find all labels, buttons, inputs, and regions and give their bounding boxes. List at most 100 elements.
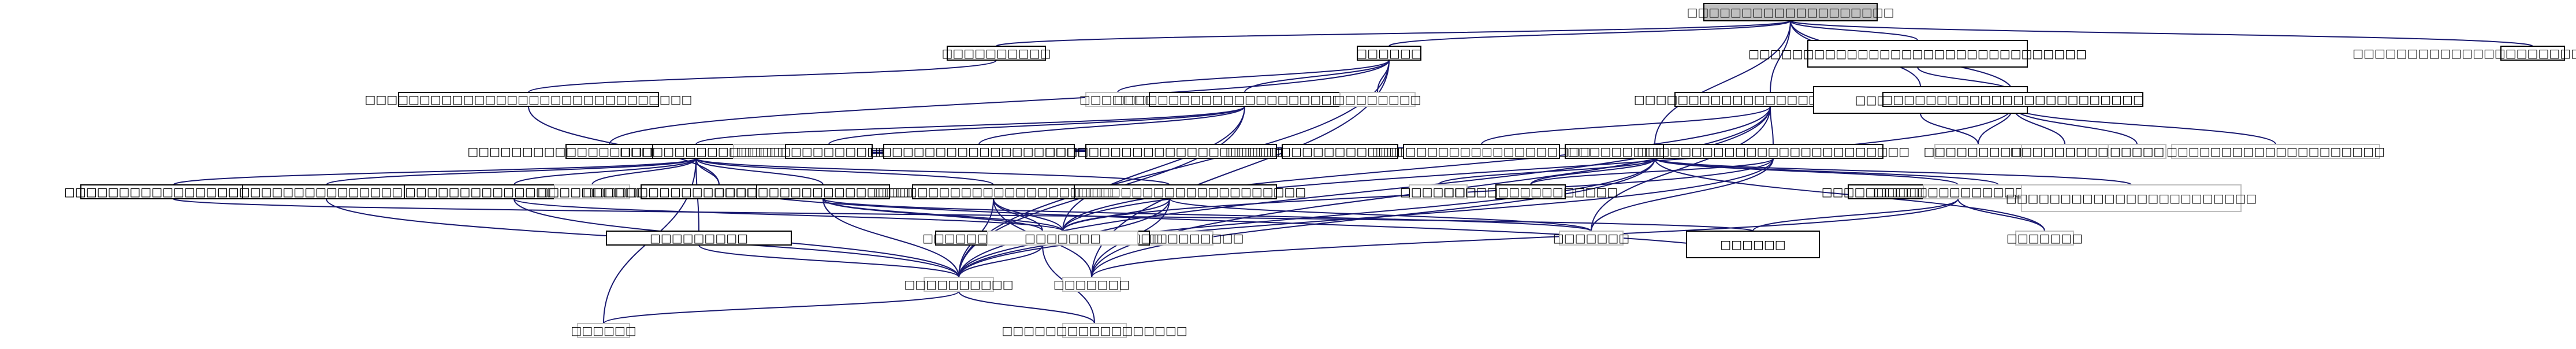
node-box bbox=[912, 184, 1075, 199]
graph-node-n22[interactable]: □□□□□□□□□□□□□□□□□□□□□□□□□ bbox=[1045, 144, 1317, 159]
node-label: □□□□□□□□□□□□□□□□□□□□ bbox=[1372, 144, 1591, 158]
graph-node-n45: □□□□□□□ bbox=[1553, 231, 1629, 246]
node-box bbox=[1062, 323, 1127, 338]
node-box bbox=[554, 184, 630, 199]
graph-node-n5[interactable]: □□□□□□□□□□□□□□□□□□□□□□□□□□□□□□ bbox=[365, 92, 693, 107]
root-node[interactable]: □□□□□□□□□□□□□□□□□□□ bbox=[1687, 3, 1894, 21]
edge-n9-n26 bbox=[1770, 106, 1774, 145]
edge-n13-n28 bbox=[1438, 158, 1655, 185]
node-label: □□□□□□□ bbox=[1079, 92, 1156, 106]
node-box bbox=[756, 184, 890, 199]
node-box bbox=[2500, 46, 2565, 61]
graph-node-n46[interactable]: □□□□□□□□□ bbox=[606, 231, 792, 246]
graph-node-n14: □□□□□□□□□□ bbox=[1924, 144, 2033, 159]
graph-node-n29[interactable]: □□□□□□□□□□□□□□□□ bbox=[1443, 184, 1618, 199]
node-box bbox=[1282, 144, 1398, 159]
edge-n10-n14 bbox=[1920, 113, 1979, 145]
edge-root-n4 bbox=[1790, 20, 2533, 47]
node-box bbox=[1807, 40, 2028, 68]
node-label: □□□□□□□□□□□□□□□□□□□□□□□□□ bbox=[1637, 144, 1909, 158]
node-label: □□□□□□□□□ bbox=[650, 231, 748, 245]
edge-n7-n21 bbox=[978, 106, 1245, 145]
node-label: □□□□□□ bbox=[1356, 46, 1421, 60]
node-label: □□□□□□□□□□ bbox=[538, 185, 647, 199]
edge-n1-n5 bbox=[528, 60, 997, 93]
edge-n11-n16 bbox=[2012, 106, 2138, 145]
node-box bbox=[1703, 3, 1878, 21]
edge-n7-n44 bbox=[1062, 106, 1245, 232]
node-box bbox=[2015, 231, 2074, 246]
node-label: □□□□□□□ bbox=[2007, 231, 2083, 245]
graph-node-n33: □□□□□□□□□□ bbox=[538, 184, 647, 199]
graph-node-n35[interactable]: □□□□□□□□□□□□□□□□□□□□ bbox=[714, 184, 932, 199]
node-box bbox=[785, 144, 873, 159]
edge-n11-n44 bbox=[1062, 106, 2013, 232]
edge-n7-n20 bbox=[828, 106, 1245, 145]
edge-n18-n30 bbox=[173, 158, 697, 185]
graph-node-n47: □□□□□□□ bbox=[1054, 277, 1130, 292]
edge-n35-n44 bbox=[822, 198, 1063, 232]
node-box bbox=[1686, 231, 1820, 258]
node-box bbox=[883, 144, 1075, 159]
node-box bbox=[2108, 144, 2166, 159]
edge-n2-n6 bbox=[1117, 60, 1390, 93]
node-box bbox=[1663, 144, 1883, 159]
node-box bbox=[2021, 184, 2242, 212]
node-label: □□□□□□□ bbox=[1025, 231, 1101, 245]
node-box bbox=[924, 277, 994, 292]
graph-node-n4[interactable]: □□□□□□□□□□□□□□□□□□□□□□□□□□□□□□□□□ bbox=[2352, 46, 2576, 61]
edge-n9-n44 bbox=[1062, 106, 1771, 232]
graph-node-n2[interactable]: □□□□□□ bbox=[1356, 46, 1422, 61]
edge-n13-n38 bbox=[1654, 158, 2132, 185]
edge-root-n3 bbox=[1790, 20, 1918, 41]
edge-n9-n24 bbox=[1481, 106, 1771, 145]
graph-node-n38: □□□□□□□□□□□□□□□□□□□□□□□ bbox=[2006, 184, 2257, 212]
node-label: □□□□□□□□□□ bbox=[1924, 144, 2033, 158]
graph-node-n39[interactable]: □□□□□□ bbox=[1686, 231, 1820, 258]
graph-node-n26[interactable]: □□□□□□□□□□□□□□□□□□□□□□□□□ bbox=[1637, 144, 1909, 159]
graph-node-n11[interactable]: □□□□□□□□□□□□□□□□□□□□□□□□ bbox=[1882, 92, 2144, 107]
edge-n13-n37 bbox=[1654, 158, 1999, 185]
node-label: □□□□□□□ bbox=[1054, 277, 1130, 291]
edge-n42-n43 bbox=[958, 244, 1043, 278]
node-box bbox=[1149, 92, 1341, 107]
node-label: □□□□□□□□□□□□□□□□ bbox=[1443, 185, 1618, 199]
node-box bbox=[2171, 144, 2380, 159]
node-box bbox=[1085, 92, 1150, 107]
node-box bbox=[1085, 144, 1277, 159]
node-box bbox=[606, 231, 792, 246]
graph-node-n48: □□□□□□□□□□□□□□□□□ bbox=[1002, 323, 1188, 338]
graph-node-n21[interactable]: □□□□□□□□□□□□□□□□□□□□ bbox=[870, 144, 1088, 159]
node-box bbox=[80, 184, 266, 199]
node-box bbox=[1403, 144, 1560, 159]
graph-node-n1[interactable]: □□□□□□□□□□ bbox=[942, 46, 1051, 61]
edge-n11-n17 bbox=[2012, 106, 2276, 145]
node-label: □□□□□□□□□□□□□□□□□□□□□□□□ bbox=[1882, 92, 2144, 106]
node-label: □□□□□□□□□□□□□□□□□□□□ bbox=[714, 185, 932, 199]
node-label: □□□□□□□ bbox=[1400, 185, 1476, 199]
node-box bbox=[1357, 46, 1421, 61]
node-label: □□□□□□ bbox=[571, 324, 636, 337]
graph-node-n24[interactable]: □□□□□□□□□□□□□□□□□□□□ bbox=[1372, 144, 1591, 159]
node-label: □□□□□□□ bbox=[1553, 231, 1629, 245]
node-box bbox=[1143, 231, 1213, 246]
edge-n7-n18 bbox=[695, 106, 1245, 145]
node-label: □□□□□□□□□□□□□□□□□□□□□□□□□ bbox=[1033, 185, 1306, 199]
graph-node-n19: □□□□□□ bbox=[729, 144, 795, 159]
node-label: □□□□□□□□□□□□□□□□□□□□□□□□□□□□□□□□□ bbox=[2352, 46, 2576, 60]
graph-node-n8: □□□□□□□□ bbox=[1334, 92, 1421, 107]
node-box bbox=[577, 323, 630, 338]
edge-n27-n39 bbox=[1752, 198, 1959, 232]
node-label: □□□□□□□□□□ bbox=[904, 277, 1014, 291]
graph-node-n7[interactable]: □□□□□□□□□□□□□□□□□□□□□□□□ bbox=[1114, 92, 1376, 107]
graph-node-n31[interactable]: □□□□□□□□□□□□□□□□□□□□ bbox=[217, 184, 435, 199]
node-label: □□□□□□□□□□□□□□□□□□□□ bbox=[217, 185, 435, 199]
graph-node-n36[interactable]: □□□□□□□□□□□□□□□□□□□□□□ bbox=[873, 184, 1114, 199]
node-label: □□□□□□□□□□□□□□□□□□□□□□□□□□□□□□ bbox=[365, 92, 693, 106]
node-box bbox=[1934, 144, 2022, 159]
edge-root-n2 bbox=[1388, 20, 1791, 47]
edge-layer bbox=[173, 20, 2533, 324]
edge-n18-n34 bbox=[695, 158, 720, 185]
edge-n2-n7 bbox=[1244, 60, 1390, 93]
graph-node-n3[interactable]: □□□□□□□□□□□□□□□□□□□□□□□□□□□□□□□ bbox=[1748, 40, 2087, 68]
